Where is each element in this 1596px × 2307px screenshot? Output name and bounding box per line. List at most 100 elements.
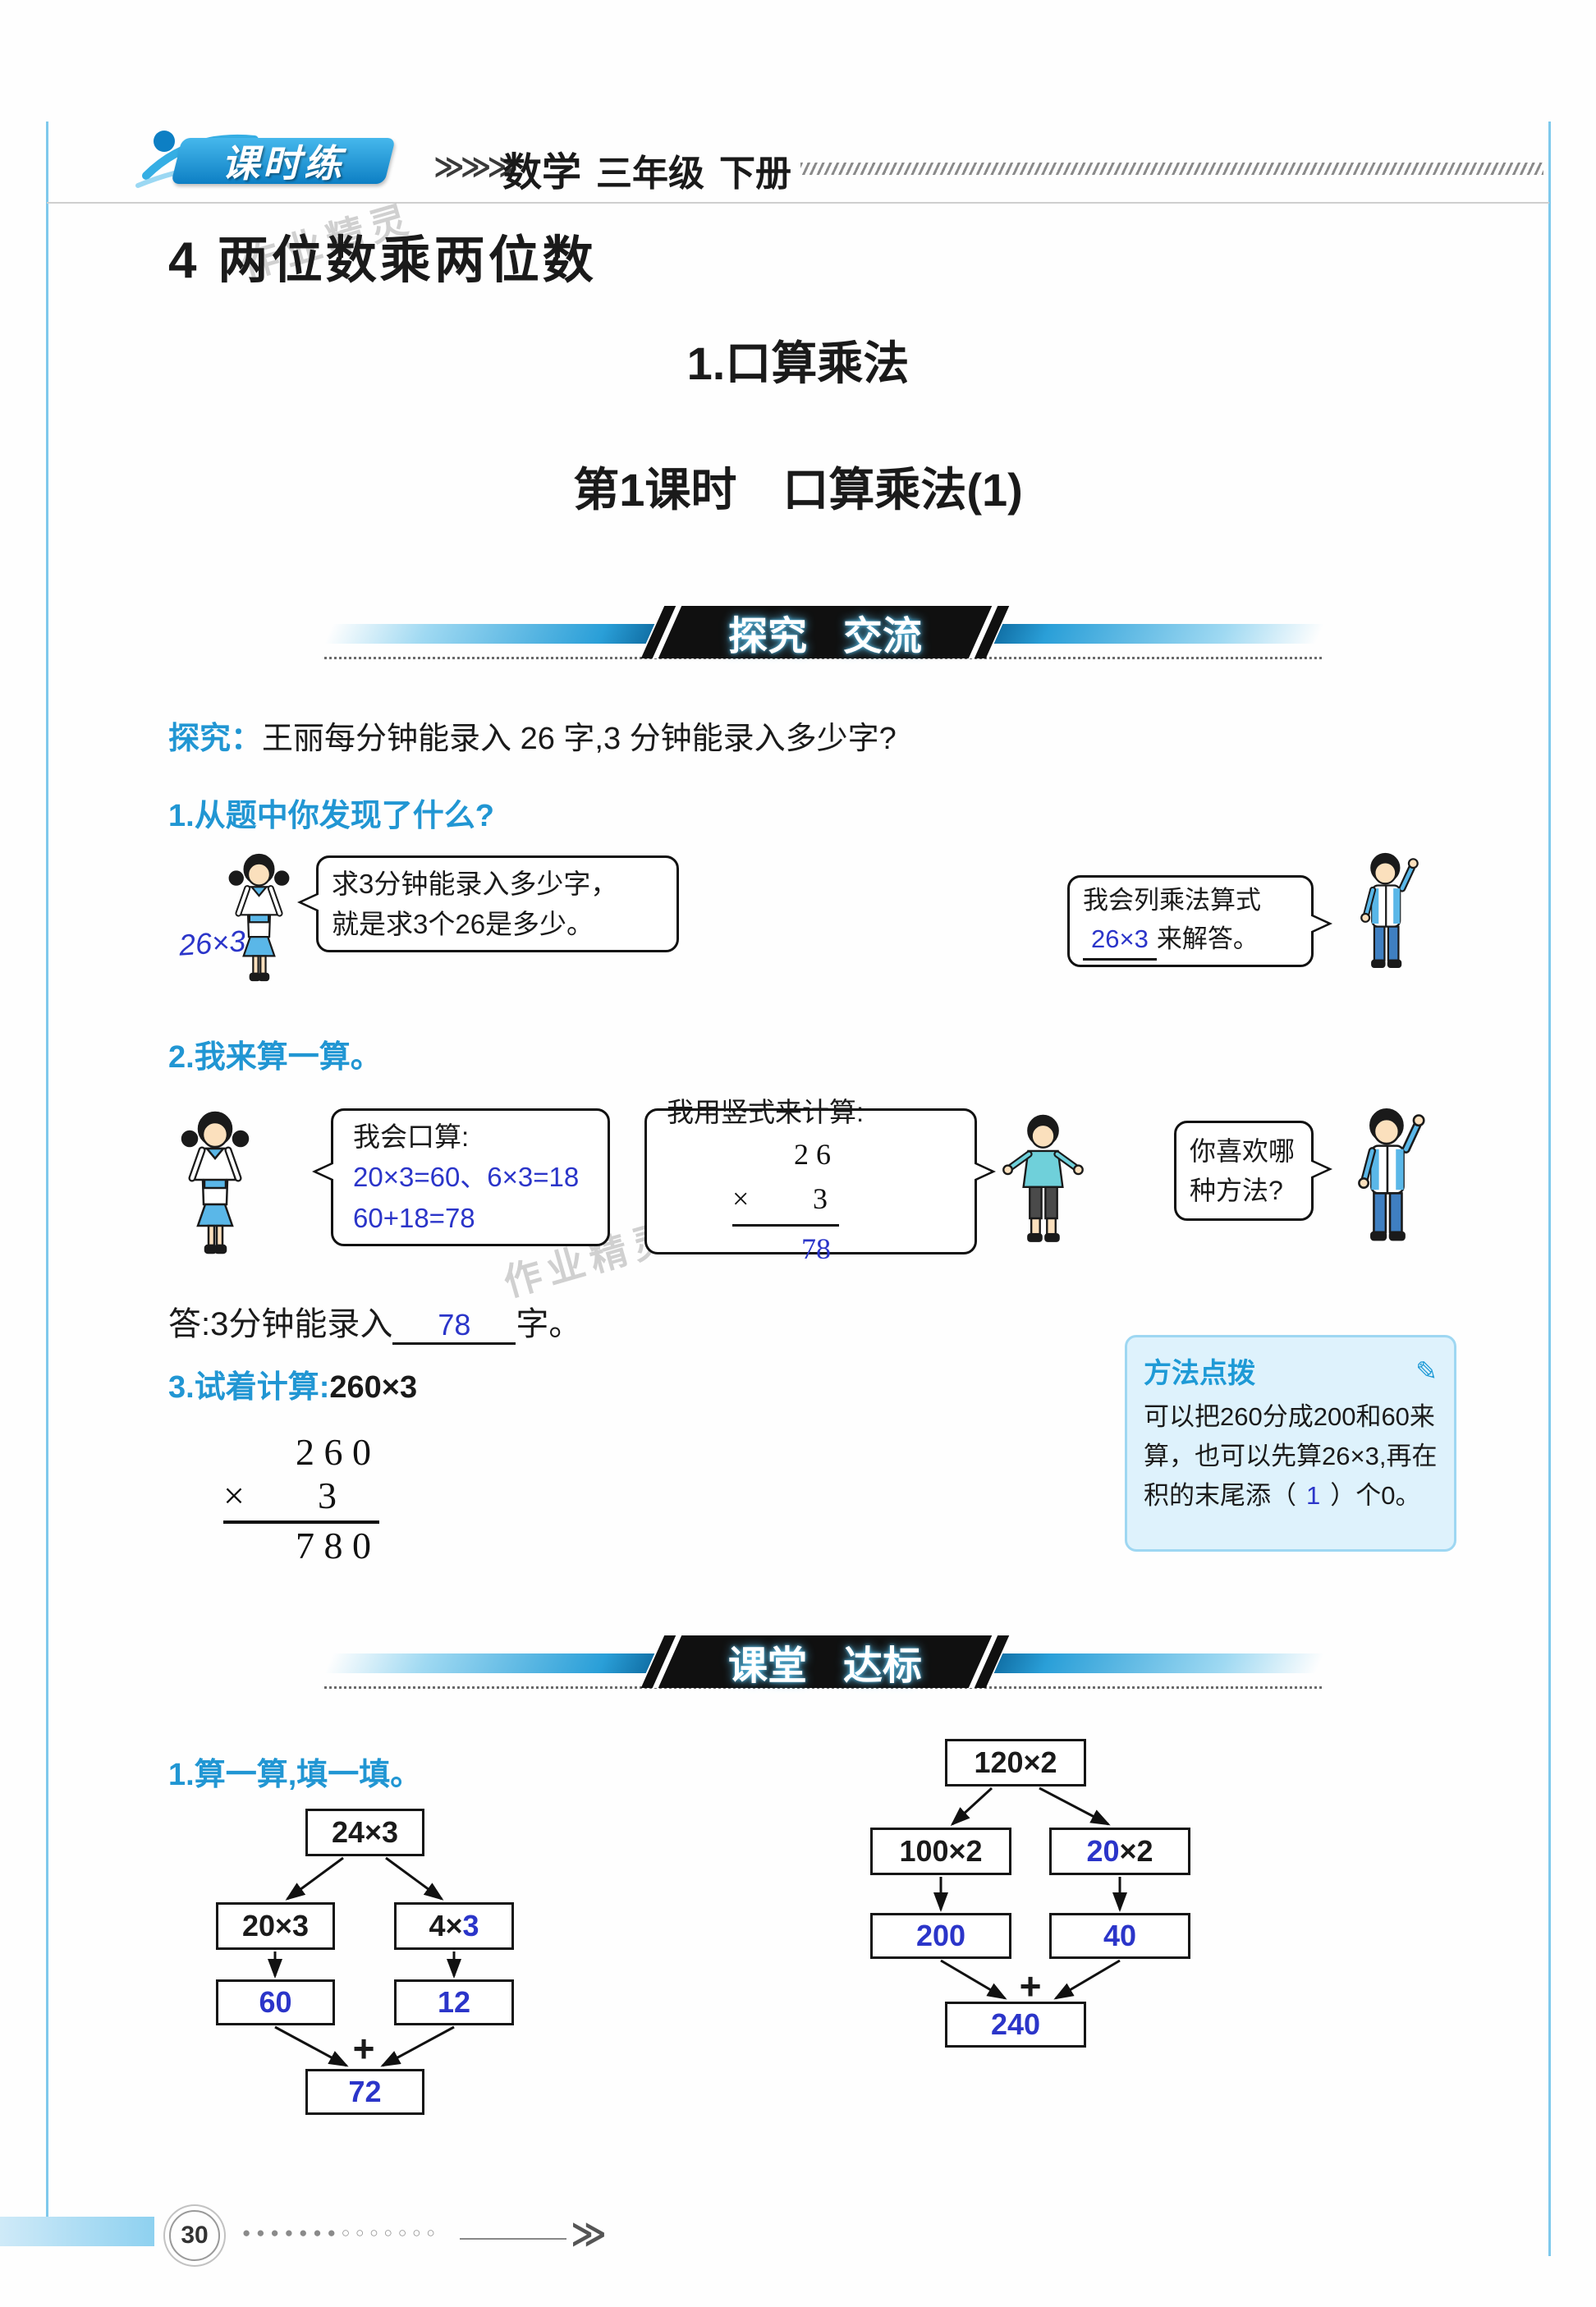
pencil-icon: ✎ bbox=[1415, 1355, 1438, 1386]
header-subject: 数学 三年级 下册 bbox=[502, 140, 791, 197]
answer-line: 答:3分钟能录入 78 字。 bbox=[168, 1297, 581, 1345]
footer-dots-decoration: ●●●●●●●○○○○○○○ bbox=[242, 2225, 441, 2240]
tree1-plus-sign: + bbox=[352, 2027, 375, 2070]
banner-words: 课堂 达标 bbox=[653, 1635, 998, 1688]
volume-label: 下册 bbox=[719, 154, 792, 194]
filled-blank: 3 bbox=[462, 1909, 479, 1942]
speech-bubble-vertical: 我用竖式来计算: 2 6 × 3 78 bbox=[644, 1097, 996, 1265]
tree1-arrows bbox=[268, 1856, 461, 2067]
oral-step: 20×3=60、6×3=18 bbox=[353, 1162, 580, 1193]
banner-words: 探究 交流 bbox=[653, 606, 998, 658]
filled-blank: 20 bbox=[1086, 1834, 1120, 1868]
explore-q1: 1.从题中你发现了什么? bbox=[168, 799, 494, 833]
logo-text: 课时练 bbox=[222, 142, 345, 185]
method-tips-title: 方法点拨 bbox=[1144, 1358, 1255, 1389]
bubble-title: 我会口算: bbox=[353, 1121, 470, 1152]
banner-left-bar bbox=[323, 624, 655, 644]
logo-plate: 课时练 bbox=[171, 138, 396, 185]
logo: 课时练 bbox=[131, 122, 460, 197]
banner-word: 达标 bbox=[843, 1644, 923, 1688]
bubble-line-tail: 来解答。 bbox=[1156, 924, 1259, 953]
answer-suffix: 字。 bbox=[516, 1306, 582, 1342]
girl-icon bbox=[181, 1111, 250, 1254]
method-tips-header: 方法点拨 ✎ bbox=[1144, 1351, 1438, 1391]
practice-q1: 1.算一算,填一填。 bbox=[168, 1758, 422, 1792]
q3-expression: 260×3 bbox=[329, 1370, 418, 1405]
times-sign: × bbox=[732, 1182, 750, 1216]
method-tips-body: 可以把260分成200和60来算，也可以先算26×3,再在积的末尾添（1 ）个0。 bbox=[1144, 1397, 1438, 1516]
speech-bubble-oral: 我会口算: 20×3=60、6×3=18 60+18=78 bbox=[312, 1108, 610, 1246]
times-sign: × bbox=[223, 1475, 245, 1516]
tree2-right-box: 20×2 bbox=[1049, 1828, 1190, 1875]
banner-right-bar bbox=[993, 1653, 1325, 1673]
explore-question-line: 探究： 王丽每分钟能录入 26 字,3 分钟能录入多少字? bbox=[168, 713, 897, 758]
tree2-arrows bbox=[933, 1786, 1127, 2000]
grade-label: 三年级 bbox=[596, 154, 705, 194]
multiplier-row: ×3 bbox=[223, 1474, 379, 1517]
formula-answer: 26×3 bbox=[1083, 920, 1157, 961]
tree1-left-result-box: 60 bbox=[216, 1979, 335, 2025]
method-text: 可以把260分成200和60来算，也可以先算26×3,再在积的末尾添（ bbox=[1144, 1402, 1438, 1511]
vinculum bbox=[223, 1520, 379, 1524]
answer-blank: 78 bbox=[392, 1308, 516, 1345]
header-rule bbox=[47, 202, 1549, 204]
multiplier: 3 bbox=[318, 1475, 337, 1516]
bubble-line: 求3分钟能录入多少字， bbox=[332, 868, 618, 899]
tree1-right-result-box: 12 bbox=[394, 1979, 514, 2025]
bubble-title: 我用竖式来计算: bbox=[667, 1096, 864, 1127]
banner-word: 交流 bbox=[843, 615, 923, 658]
girl-icon bbox=[228, 853, 290, 982]
explore-label: 探究： bbox=[168, 722, 263, 756]
boy-pointing-icon bbox=[1360, 852, 1419, 968]
lesson-title: 第1课时 口算乘法(1) bbox=[573, 464, 1023, 516]
explore-q3: 3.试着计算: 260×3 bbox=[168, 1361, 417, 1406]
tree2-plus-sign: + bbox=[1019, 1965, 1042, 2007]
product: 7 8 0 bbox=[296, 1525, 371, 1566]
tree2-left-result-box: 200 bbox=[870, 1913, 1011, 1959]
header-hatch-decoration bbox=[800, 163, 1543, 175]
method-tips-box: 方法点拨 ✎ 可以把260分成200和60来算，也可以先算26×3,再在积的末尾… bbox=[1125, 1335, 1456, 1552]
banner-word: 探究 bbox=[727, 615, 807, 658]
vertical-calc-260x3: 2 6 0 ×3 7 8 0 bbox=[223, 1430, 379, 1567]
bubble-line: 你喜欢哪种方法? bbox=[1190, 1136, 1296, 1205]
bubble-line: 26×3 来解答。 bbox=[1083, 920, 1298, 961]
chapter-title: 4 两位数乘两位数 bbox=[168, 232, 597, 289]
section-title: 1.口算乘法 bbox=[686, 337, 910, 389]
banner-left-bar bbox=[323, 1653, 655, 1673]
speech-bubble-formula: 我会列乘法算式 26×3 来解答。 bbox=[1067, 875, 1332, 967]
boy-open-arms-icon bbox=[1002, 1114, 1084, 1242]
footer-line bbox=[460, 2238, 566, 2240]
multiplicand: 2 6 bbox=[794, 1138, 831, 1172]
banner-right-bar bbox=[993, 624, 1325, 644]
vertical-calc-26x3: 2 6 × 3 78 bbox=[732, 1132, 839, 1271]
tree2-top-box: 120×2 bbox=[945, 1739, 1086, 1786]
speech-bubble-which-method: 你喜欢哪种方法? bbox=[1174, 1121, 1332, 1221]
product: 78 bbox=[801, 1232, 831, 1266]
explore-question: 王丽每分钟能录入 26 字,3 分钟能录入多少字? bbox=[262, 722, 897, 756]
left-edge-rule bbox=[46, 122, 48, 2217]
subject-label: 数学 bbox=[502, 151, 582, 195]
tree1-total-box: 72 bbox=[305, 2069, 424, 2115]
tree1-left-box: 20×3 bbox=[216, 1902, 335, 1950]
tree2-right-result-box: 40 bbox=[1049, 1913, 1190, 1959]
banner-word: 课堂 bbox=[727, 1644, 807, 1688]
multiplier: 3 bbox=[813, 1182, 828, 1216]
right-edge-rule bbox=[1548, 122, 1551, 2256]
answer-prefix: 答:3分钟能录入 bbox=[168, 1306, 393, 1342]
tree1-right-box: 4×3 bbox=[394, 1902, 514, 1950]
bubble-line: 我会列乘法算式 bbox=[1083, 886, 1261, 915]
tree1-top-box: 24×3 bbox=[305, 1809, 424, 1856]
oral-step: 60+18=78 bbox=[353, 1202, 475, 1233]
multiplicand: 2 6 0 bbox=[296, 1431, 371, 1473]
tree2-left-box: 100×2 bbox=[870, 1828, 1011, 1875]
vinculum bbox=[732, 1224, 839, 1227]
page-number-badge: 30 bbox=[169, 2210, 220, 2261]
bubble-line: 就是求3个26是多少。 bbox=[332, 909, 594, 939]
boy-pointing-icon bbox=[1358, 1108, 1425, 1241]
method-text: ）个0。 bbox=[1330, 1481, 1421, 1511]
speech-bubble-discover: 求3分钟能录入多少字， 就是求3个26是多少。 bbox=[297, 855, 679, 952]
given-part: 4× bbox=[429, 1909, 463, 1942]
footer-arrow-icon: ≫ bbox=[571, 2214, 607, 2253]
method-blank: 1 bbox=[1306, 1481, 1321, 1511]
